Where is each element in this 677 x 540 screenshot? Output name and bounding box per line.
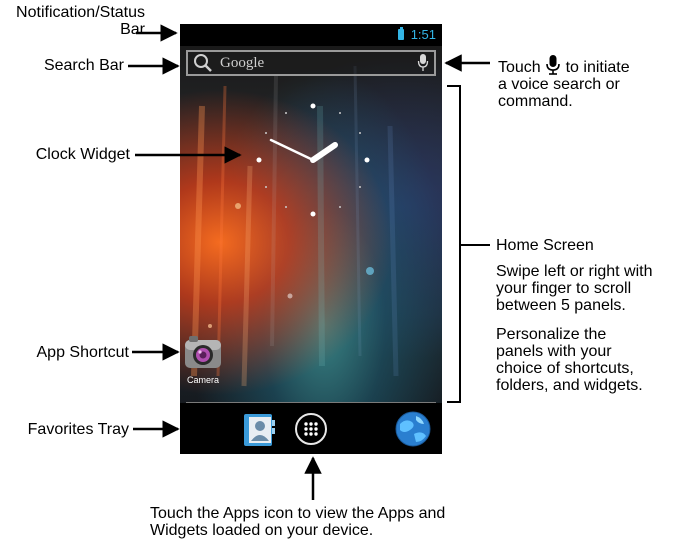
phone-screen: 1:51 Google [180, 24, 442, 454]
favorites-tray [180, 404, 442, 454]
label-home-desc-line2: your finger to scroll [496, 280, 632, 297]
label-voice-search: Touch to initiate a voice search or comm… [498, 55, 630, 110]
status-bar[interactable]: 1:51 [180, 24, 442, 46]
clock-tick-6 [310, 211, 316, 217]
label-voice-search-line2: a voice search or [498, 76, 620, 93]
label-personalize-line1: Personalize the [496, 326, 607, 343]
search-bar[interactable]: Google [186, 50, 436, 76]
browser-globe-icon[interactable] [394, 410, 432, 448]
clock-minute-hand [269, 138, 315, 162]
label-app-shortcut: App Shortcut [36, 344, 130, 361]
label-home-desc-line3: between 5 panels. [496, 297, 626, 314]
camera-icon[interactable] [183, 334, 223, 370]
clock-tick-3 [364, 157, 370, 163]
clock-tick-12 [310, 103, 316, 109]
label-search-bar: Search Bar [43, 57, 124, 74]
label-apps-icon: Touch the Apps icon to view the Apps and… [150, 505, 445, 539]
label-personalize-line4: folders, and widgets. [496, 377, 643, 394]
label-apps-line1: Touch the Apps icon to view the Apps and [150, 505, 446, 522]
label-home-screen: Home Screen [496, 237, 594, 254]
label-personalize-line2: panels with your [496, 343, 612, 360]
microphone-icon[interactable] [417, 53, 429, 73]
status-time: 1:51 [410, 27, 436, 42]
label-voice-search-suffix: to initiate [565, 59, 630, 76]
clock-hour-hand [310, 142, 338, 163]
label-apps-line2: Widgets loaded on your device. [150, 522, 374, 539]
label-voice-search-line3: command. [498, 93, 573, 110]
clock-widget[interactable] [243, 90, 383, 230]
tray-divider [186, 402, 436, 403]
microphone-callout-icon [546, 55, 560, 75]
label-clock-widget: Clock Widget [35, 146, 130, 163]
battery-icon [398, 27, 404, 40]
label-voice-search-prefix: Touch [498, 59, 541, 76]
app-shortcut-label: Camera [186, 375, 219, 385]
label-home-description: Swipe left or right with your finger to … [496, 263, 653, 314]
label-status-bar-line1: Notification/Status [16, 4, 145, 21]
label-personalize-line3: choice of shortcuts, [496, 360, 634, 377]
label-home-desc-line1: Swipe left or right with [496, 263, 653, 280]
apps-launcher-icon[interactable] [294, 412, 328, 446]
label-favorites-tray: Favorites Tray [27, 421, 129, 438]
label-personalize: Personalize the panels with your choice … [496, 326, 643, 394]
search-icon[interactable] [192, 52, 214, 74]
contacts-icon[interactable] [242, 412, 278, 448]
bracket-home-screen [447, 85, 461, 403]
clock-tick-9 [256, 157, 262, 163]
search-placeholder: Google [220, 55, 265, 71]
label-voice-search-line1: Touch to initiate [498, 55, 630, 76]
wallpaper-streaks [191, 65, 399, 387]
